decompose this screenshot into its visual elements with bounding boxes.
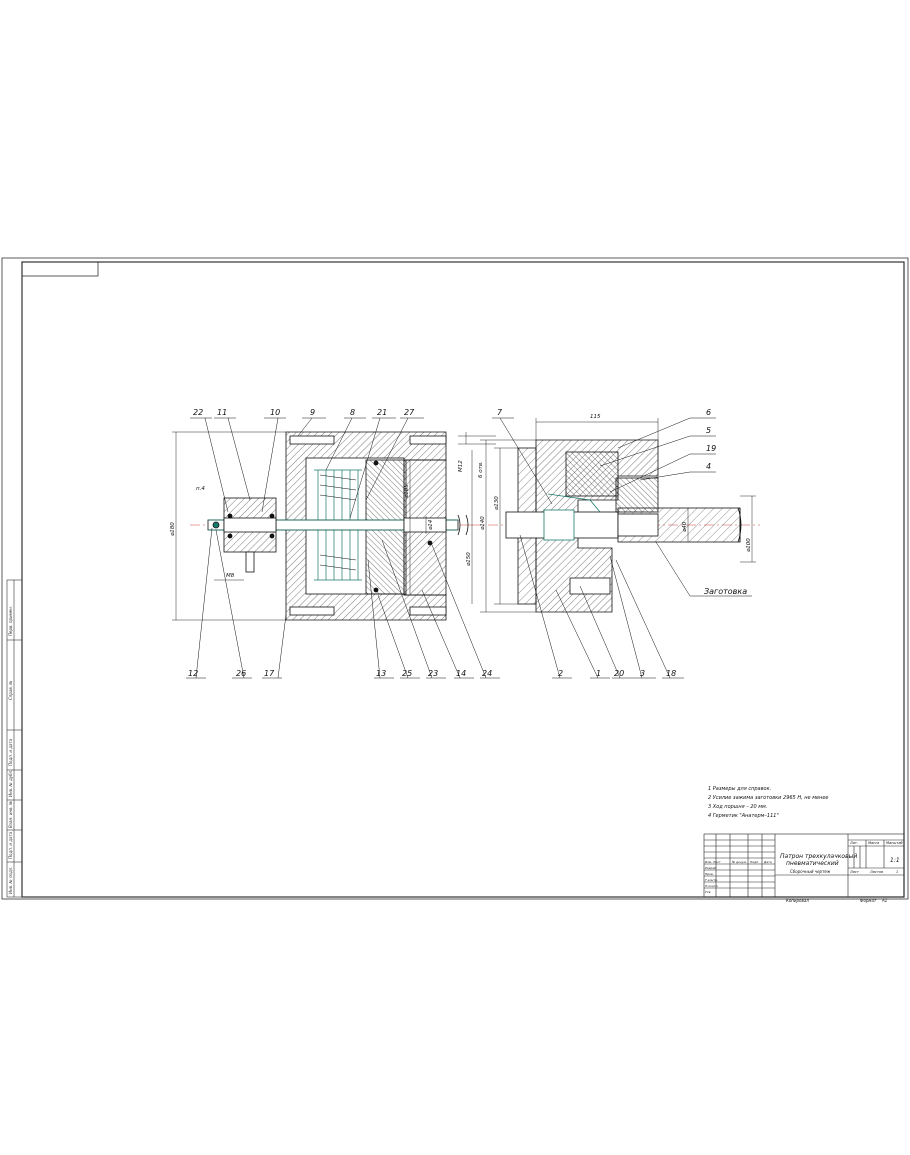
col-scale: Масштаб [886, 841, 903, 845]
note-2: 2 Усилие зажима заготовки 2965 Н, не мен… [708, 795, 828, 801]
callout-1: 1 [596, 669, 601, 678]
callout-8: 8 [350, 408, 355, 417]
col-lit: Лит. [849, 841, 858, 845]
dim-len115: 115 [590, 414, 601, 420]
row-label-izm: Изм. Лист [705, 860, 721, 864]
top-left-box [21, 261, 99, 277]
callout-5: 5 [706, 426, 711, 435]
strip-label-3: Подп. и дата [8, 738, 13, 766]
callout-9: 9 [310, 408, 315, 417]
strip-label-2: Справ. № [8, 681, 13, 700]
row-label-utv: Утв. [705, 890, 711, 894]
leader-lines [186, 417, 752, 679]
callout-2: 2 [558, 669, 563, 678]
col-label-date: Дата [763, 860, 772, 864]
technical-notes: 1 Размеры для справок. 2 Усилие зажима з… [708, 786, 828, 819]
strip-label-1: Перв. примен. [8, 606, 13, 636]
dimension-lines [172, 418, 756, 621]
dim-d140: ⌀140 [480, 516, 486, 530]
dim-d130: ⌀130 [494, 496, 500, 510]
sheets-label: Листов [869, 870, 883, 874]
note-3: 3 Ход поршня – 20 мм. [708, 804, 767, 810]
callout-10: 10 [270, 408, 280, 417]
callout-19: 19 [706, 444, 716, 453]
col-label-doc: № докум. [731, 860, 747, 864]
row-label-tkontr: Т.контр. [705, 878, 718, 882]
strip-label-5: Взам. инв. № [8, 801, 13, 828]
left-side-strip [6, 579, 23, 898]
note-4: 4 Герметик "Анатерм–111" [708, 813, 779, 819]
callout-6: 6 [706, 408, 711, 417]
callout-7: 7 [497, 408, 503, 417]
callout-11: 11 [217, 408, 227, 417]
format-value: А1 [881, 898, 887, 903]
sheet-label: Лист [849, 870, 860, 874]
dim-p4: п.4 [196, 486, 205, 492]
pneumatic-cylinder-section [190, 431, 470, 621]
dim-d180: ⌀180 [170, 522, 176, 536]
dim-d40: ⌀40 [682, 521, 688, 532]
title-block [703, 833, 905, 898]
note-1: 1 Размеры для справок. [708, 786, 771, 792]
strip-label-6: Подп. и дата [8, 831, 13, 859]
row-label-nkontr: Н.контр. [705, 884, 718, 888]
workpiece-label: Заготовка [704, 587, 747, 596]
callout-17: 17 [264, 669, 275, 678]
col-mass: Масса [868, 841, 879, 845]
sheets-value: 1 [896, 870, 898, 874]
callout-27: 27 [404, 408, 415, 417]
callout-12: 12 [188, 669, 198, 678]
strip-label-7: Инв. № подл. [8, 866, 13, 894]
callout-21: 21 [377, 408, 387, 417]
copied-label: Копировал [786, 898, 809, 903]
sheet-outer-border [1, 257, 909, 900]
title-line-1: Патрон трехкулачковый [780, 853, 857, 860]
title-line-2: пневматический [786, 860, 839, 867]
dim-d150: ⌀150 [466, 552, 472, 566]
callout-23: 23 [428, 669, 438, 678]
dim-d105: ⌀105 [404, 484, 410, 498]
callout-4: 4 [706, 462, 711, 471]
dimension-texts: ⌀180 п.4 M8 ⌀105 M12 6 отв. ⌀14 ⌀150 ⌀13… [170, 414, 752, 579]
callout-26: 26 [236, 669, 246, 678]
scale-value: 1:1 [890, 857, 900, 864]
callout-25: 25 [402, 669, 412, 678]
three-jaw-chuck-section [470, 439, 760, 613]
dim-d100: ⌀100 [746, 538, 752, 552]
title-subtitle: Сборочный чертеж [790, 869, 831, 874]
dim-d14: ⌀14 [428, 519, 434, 530]
callout-18: 18 [666, 669, 676, 678]
dim-m12: M12 [458, 460, 464, 472]
sheet-inner-frame [21, 261, 905, 898]
col-label-sign: Подп. [750, 860, 759, 864]
callout-20: 20 [614, 669, 624, 678]
callout-3: 3 [640, 669, 645, 678]
row-label-prov: Пров. [705, 872, 714, 876]
format-label: Формат [860, 898, 877, 903]
callout-13: 13 [376, 669, 386, 678]
callout-14: 14 [456, 669, 466, 678]
callout-24: 24 [482, 669, 492, 678]
dim-m8: M8 [226, 573, 235, 579]
callouts-bottom: 12 26 17 13 25 23 14 24 2 1 20 3 18 [188, 669, 676, 678]
callout-22: 22 [193, 408, 203, 417]
callouts-top: 22 11 10 9 8 21 27 7 6 5 19 4 [193, 408, 716, 471]
strip-label-4: Инв. № дубл. [8, 770, 13, 797]
row-label-razrab: Разраб. [705, 866, 717, 870]
dim-six-holes: 6 отв. [478, 461, 484, 478]
title-block-text: Патрон трехкулачковый пневматический Сбо… [705, 841, 903, 903]
